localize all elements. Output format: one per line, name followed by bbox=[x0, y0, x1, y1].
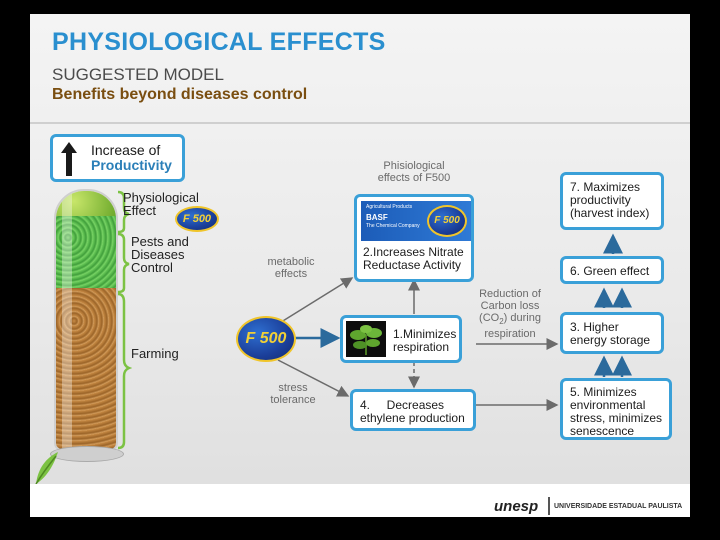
box-4-decreases-ethylene: 4. Decreases ethylene production bbox=[350, 389, 476, 431]
carbon-during: ) during bbox=[503, 312, 541, 324]
basf-pack-f500-text: F 500 bbox=[434, 215, 460, 226]
tube-pests-layer bbox=[56, 216, 116, 288]
pests-line1: Pests and bbox=[131, 234, 189, 249]
footer-bar bbox=[30, 484, 690, 517]
box-5-line3: stress, minimizes bbox=[570, 411, 663, 425]
arrow-to-box2 bbox=[277, 277, 354, 325]
header-divider bbox=[30, 122, 690, 124]
box-5-line4: senescence bbox=[570, 424, 635, 438]
farming-label: Farming bbox=[131, 346, 179, 361]
plant-photo bbox=[346, 321, 386, 357]
basf-pack: Agricultural Products BASF The Chemical … bbox=[361, 201, 471, 241]
tube-farming-layer bbox=[56, 288, 116, 449]
box-2-line2: Reductase Activity bbox=[363, 258, 462, 272]
brace-farming bbox=[117, 292, 132, 450]
university-name: UNIVERSIDADE ESTADUAL PAULISTA bbox=[554, 503, 683, 510]
box-7-line2: productivity bbox=[570, 193, 631, 207]
carbon-line2: Carbon loss bbox=[480, 300, 540, 312]
physiological-line1: Physiological bbox=[123, 190, 199, 205]
box-1-text: 1.Minimizes respiration bbox=[393, 328, 456, 354]
metabolic-line1: metabolic bbox=[267, 256, 315, 268]
box-7-line3: (harvest index) bbox=[570, 206, 650, 220]
plant-icon bbox=[350, 325, 382, 355]
leaf-icon bbox=[35, 452, 58, 485]
box-4-line1: 4. Decreases bbox=[360, 398, 445, 412]
unesp-logo: unesp bbox=[494, 498, 539, 515]
page-subtitle: SUGGESTED MODEL bbox=[52, 65, 224, 84]
arrow-to-box4 bbox=[277, 359, 350, 397]
box-1-line1: 1.Minimizes bbox=[393, 327, 457, 341]
box-7-text: 7. Maximizes productivity (harvest index… bbox=[570, 181, 649, 220]
physiological-effects-header: Phisiological effects of F500 bbox=[366, 160, 462, 184]
carbon-subscript: 2 bbox=[499, 317, 504, 327]
box-3-line2: energy storage bbox=[570, 333, 651, 347]
pests-line3: Control bbox=[131, 260, 173, 275]
basf-pack-sub: The Chemical Company bbox=[366, 223, 420, 229]
increase-productivity-box: Increase of Productivity bbox=[50, 134, 185, 182]
stress-tolerance-label: stress tolerance bbox=[258, 382, 328, 406]
layer-braces bbox=[117, 190, 132, 450]
box-6-line1: 6. Green effect bbox=[570, 264, 650, 278]
seed-tube bbox=[54, 189, 118, 451]
box-7-line1: 7. Maximizes bbox=[570, 180, 641, 194]
box-3-higher-energy-storage: 3. Higher energy storage bbox=[560, 312, 664, 354]
slide: PHYSIOLOGICAL EFFECTS SUGGESTED MODEL Be… bbox=[30, 14, 690, 517]
flow-arrows bbox=[277, 233, 632, 411]
metabolic-effects-label: metabolic effects bbox=[256, 256, 326, 280]
stress-line2: tolerance bbox=[270, 394, 316, 406]
f500-logo-small: F 500 bbox=[175, 206, 219, 232]
pests-diseases-label: Pests and Diseases Control bbox=[131, 235, 189, 274]
physiological-line2: Effect bbox=[123, 203, 157, 218]
box-2-nitrate-reductase: Agricultural Products BASF The Chemical … bbox=[354, 194, 474, 282]
physio-header-line2: effects of F500 bbox=[377, 172, 451, 184]
physiological-effect-label: Physiological Effect bbox=[123, 191, 199, 217]
box-7-maximizes-productivity: 7. Maximizes productivity (harvest index… bbox=[560, 172, 664, 230]
f500-logo-large: F 500 bbox=[236, 316, 296, 362]
box-5-minimizes-stress: 5. Minimizes environmental stress, minim… bbox=[560, 378, 672, 440]
box-1-line2: respiration bbox=[393, 340, 450, 354]
pests-line2: Diseases bbox=[131, 247, 185, 262]
carbon-co: (CO bbox=[479, 312, 500, 324]
tube-physiological-layer bbox=[56, 191, 116, 216]
box-2-line1: 2.Increases Nitrate bbox=[363, 245, 464, 259]
carbon-line3: (CO2) during bbox=[470, 312, 550, 328]
brace-physiological bbox=[117, 190, 130, 234]
tube-glare bbox=[62, 191, 72, 449]
box-5-line2: environmental bbox=[570, 398, 646, 412]
box-2-text: 2.Increases Nitrate Reductase Activity bbox=[363, 246, 464, 272]
box-5-line1: 5. Minimizes bbox=[570, 385, 637, 399]
page-tagline: Benefits beyond diseases control bbox=[52, 86, 308, 103]
footer-divider bbox=[548, 497, 550, 515]
brace-pests bbox=[117, 232, 130, 294]
box-3-line1: 3. Higher bbox=[570, 320, 619, 334]
productivity-label: Productivity bbox=[91, 157, 172, 173]
box-5-text: 5. Minimizes environmental stress, minim… bbox=[570, 386, 662, 438]
basf-brand: BASF bbox=[366, 213, 388, 222]
carbon-loss-label: Reduction of Carbon loss (CO2) during re… bbox=[470, 288, 550, 340]
f500-logo-small-text: F 500 bbox=[182, 213, 212, 225]
box-1-minimizes-respiration: 1.Minimizes respiration bbox=[340, 315, 462, 363]
increase-label: Increase of bbox=[91, 142, 161, 158]
box-6-green-effect: 6. Green effect bbox=[560, 256, 664, 284]
basf-pack-top: Agricultural Products bbox=[366, 204, 413, 210]
box-3-text: 3. Higher energy storage bbox=[570, 321, 650, 347]
f500-logo-large-text: F 500 bbox=[245, 330, 287, 347]
carbon-line4: respiration bbox=[484, 328, 536, 341]
box-4-text: 4. Decreases ethylene production bbox=[360, 399, 465, 425]
basf-pack-f500-logo: F 500 bbox=[427, 205, 467, 237]
page-title: PHYSIOLOGICAL EFFECTS bbox=[52, 28, 386, 56]
box-4-line2: ethylene production bbox=[360, 411, 465, 425]
carbon-line1: Reduction of bbox=[479, 288, 541, 300]
stress-line1: stress bbox=[278, 382, 308, 394]
up-arrow-icon bbox=[61, 142, 77, 176]
metabolic-line2: effects bbox=[274, 268, 308, 280]
physio-header-line1: Phisiological bbox=[383, 160, 445, 172]
tube-base bbox=[50, 446, 124, 462]
